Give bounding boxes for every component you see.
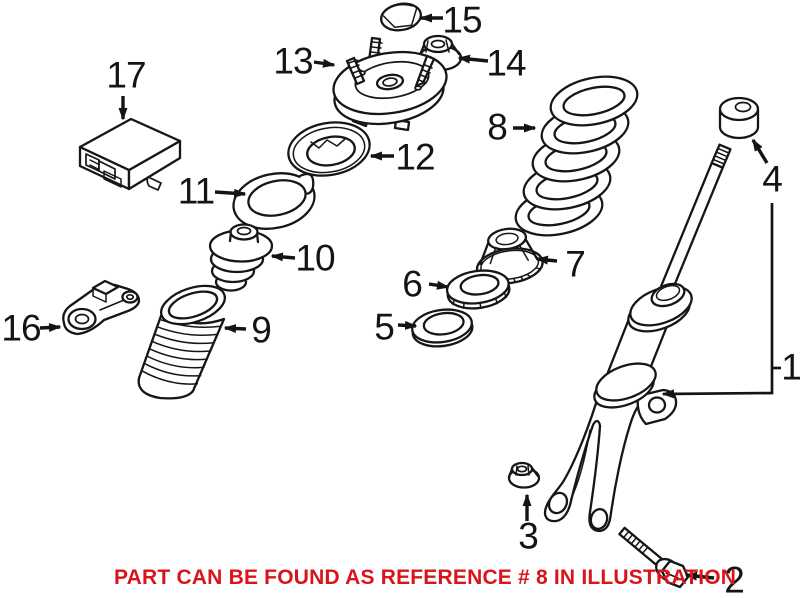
- part-label-4: 4: [762, 158, 783, 200]
- part-label-1: 1: [781, 346, 800, 388]
- part-label-14: 14: [486, 42, 526, 84]
- part-label-7: 7: [565, 243, 586, 285]
- part-label-15: 15: [442, 0, 482, 41]
- part-6-bearing-ring-drawing: [445, 269, 511, 310]
- part-label-17: 17: [106, 54, 146, 96]
- leader-line-part-1: [661, 203, 774, 399]
- arrow-to-part-14: [457, 54, 489, 64]
- part-label-2: 2: [724, 559, 745, 598]
- arrow-to-part-7: [535, 255, 558, 265]
- part-label-6: 6: [402, 263, 423, 305]
- part-8-coil-spring-drawing: [514, 75, 639, 237]
- part-12-spring-pad-drawing: [287, 121, 371, 177]
- part-17-control-module-drawing: [78, 117, 182, 191]
- arrow-to-part-9: [223, 324, 247, 334]
- part-11-spring-pad-drawing: [232, 172, 316, 230]
- part-label-8: 8: [487, 106, 508, 148]
- part-label-16: 16: [1, 307, 41, 349]
- part-16-bracket-drawing: [62, 279, 141, 336]
- part-label-13: 13: [273, 40, 313, 82]
- part-5-seal-ring-drawing: [411, 308, 474, 348]
- reference-note: PART CAN BE FOUND AS REFERENCE # 8 IN IL…: [114, 566, 737, 589]
- arrow-to-part-10: [270, 252, 296, 262]
- part-label-5: 5: [374, 306, 395, 348]
- arrow-to-part-16: [39, 323, 62, 333]
- part-3-nut-drawing: [507, 461, 541, 489]
- part-label-12: 12: [395, 136, 435, 178]
- part-2-bolt-drawing: [618, 526, 690, 589]
- part-4-bushing-drawing: [718, 96, 760, 140]
- part-10-bump-stop-drawing: [208, 223, 274, 292]
- part-9-dust-boot-drawing: [137, 284, 226, 400]
- part-label-9: 9: [251, 309, 272, 351]
- part-label-3: 3: [518, 515, 539, 557]
- leader-arrows: [39, 13, 781, 581]
- part-label-11: 11: [177, 170, 215, 212]
- part-label-10: 10: [295, 237, 335, 279]
- arrow-to-part-4: [751, 138, 769, 164]
- part-1-strut-assembly-drawing: [543, 143, 732, 533]
- arrow-to-part-6: [428, 280, 450, 290]
- arrow-to-part-2: [684, 571, 715, 581]
- part-13-strut-mount-drawing: [332, 36, 448, 132]
- arrow-to-part-13: [313, 58, 336, 68]
- arrow-to-part-5: [397, 320, 418, 330]
- part-15-cap-nut-drawing: [380, 2, 422, 32]
- arrow-to-part-11: [214, 188, 247, 198]
